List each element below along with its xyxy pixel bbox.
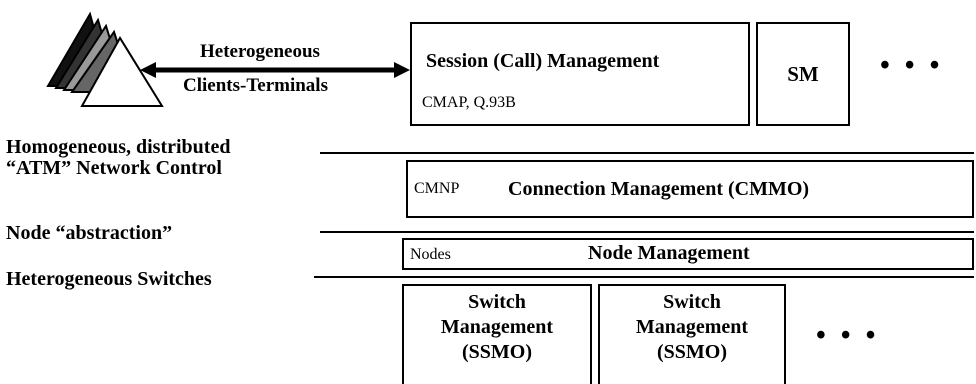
sm-label: SM <box>787 62 819 86</box>
bidirectional-arrow-icon <box>140 62 410 78</box>
arrow-label-line1: Heterogeneous <box>200 41 320 62</box>
node-management-title: Node Management <box>588 242 750 264</box>
session-management-title: Session (Call) Management <box>426 50 660 72</box>
node-abstraction-divider <box>320 231 974 233</box>
heterogeneous-switches-label: Heterogeneous Switches <box>6 268 212 290</box>
switch-2-line3: (SSMO) <box>657 341 727 363</box>
switch-1-line1: Switch <box>468 291 526 313</box>
ellipsis-top: • • • <box>880 50 944 81</box>
node-prefix: Nodes <box>410 246 451 263</box>
switch-1-line3: (SSMO) <box>462 341 532 363</box>
switch-2-line2: Management <box>635 316 749 338</box>
switches-divider <box>314 276 974 278</box>
switch-2-line1: Switch <box>663 291 721 313</box>
session-protocols: CMAP, Q.93B <box>422 94 516 111</box>
arrow-label-line2: Clients-Terminals <box>183 75 328 96</box>
switch-management-box-2: Switch Management (SSMO) <box>598 284 786 384</box>
terminals-icon <box>46 11 164 107</box>
connection-management-title: Connection Management (CMMO) <box>508 178 810 200</box>
session-management-box: Session (Call) Management CMAP, Q.93B <box>410 22 750 126</box>
switch-management-box-1: Switch Management (SSMO) <box>402 284 592 384</box>
sm-box: SM <box>756 22 850 126</box>
connection-management-box: CMNP Connection Management (CMMO) <box>406 160 974 218</box>
switch-1-line2: Management <box>440 316 554 338</box>
connection-protocol: CMNP <box>414 180 460 197</box>
network-control-label-line1: Homogeneous, distributed <box>6 136 231 158</box>
ellipsis-bottom: • • • <box>816 320 880 351</box>
node-abstraction-label: Node “abstraction” <box>6 222 173 244</box>
node-management-box: Nodes Node Management <box>402 238 974 270</box>
network-control-divider <box>320 152 974 154</box>
network-control-label-line2: “ATM” Network Control <box>6 157 222 179</box>
